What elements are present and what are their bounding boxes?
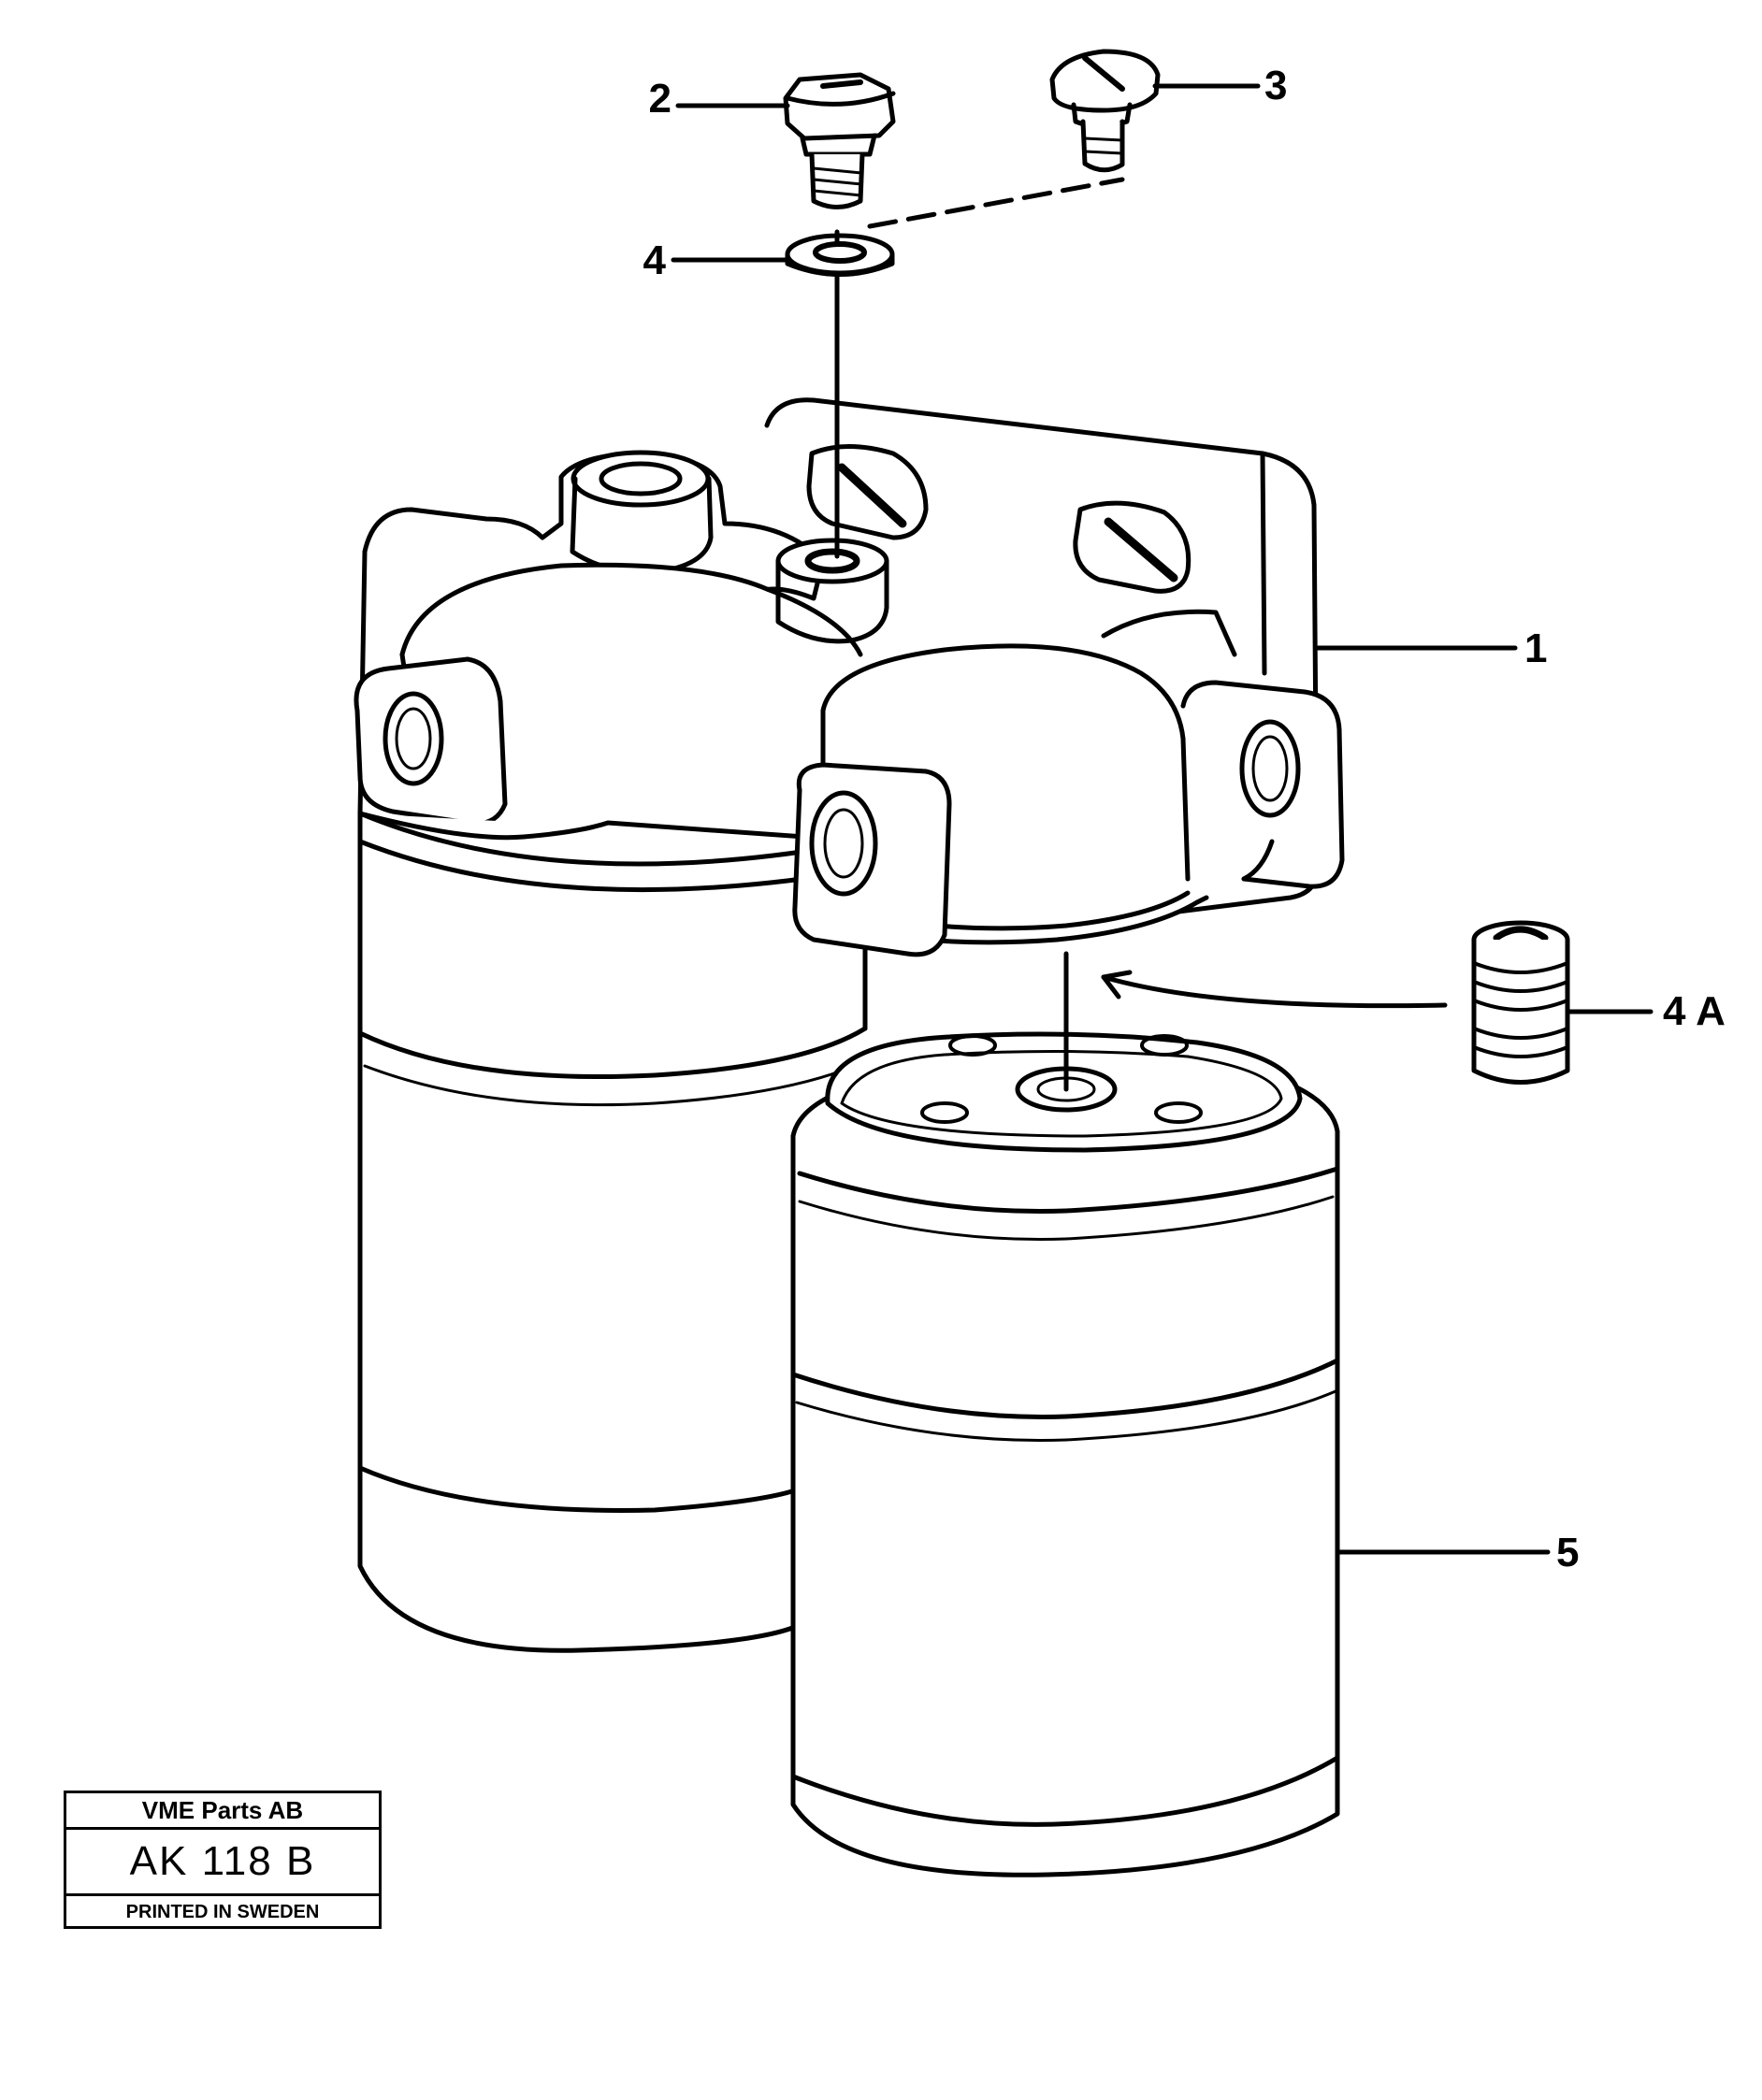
stamp-company: VME Parts AB <box>66 1793 379 1830</box>
stamp-code: AK 118 B <box>66 1830 379 1896</box>
front-filter-cartridge <box>790 1031 1340 1877</box>
callout-2: 2 <box>649 76 672 122</box>
callout-3: 3 <box>1264 63 1287 108</box>
drawing-stamp: VME Parts AB AK 118 B PRINTED IN SWEDEN <box>64 1791 382 1929</box>
stamp-printed: PRINTED IN SWEDEN <box>125 1902 320 1922</box>
bolt <box>783 72 896 209</box>
callout-5: 5 <box>1556 1530 1579 1575</box>
installation-arrow-head <box>1101 970 1133 1000</box>
callout-4a: 4 A <box>1663 988 1726 1034</box>
callout-4: 4 <box>643 237 667 283</box>
callout-1: 1 <box>1524 626 1547 671</box>
nipple <box>1471 920 1570 1085</box>
alternative-part-dashed-line <box>867 177 1125 229</box>
plug <box>1049 49 1161 173</box>
filter-head <box>354 397 1345 957</box>
washer <box>785 233 895 277</box>
rear-filter-cartridge <box>357 811 868 1653</box>
installation-arrow <box>1101 974 1448 1009</box>
